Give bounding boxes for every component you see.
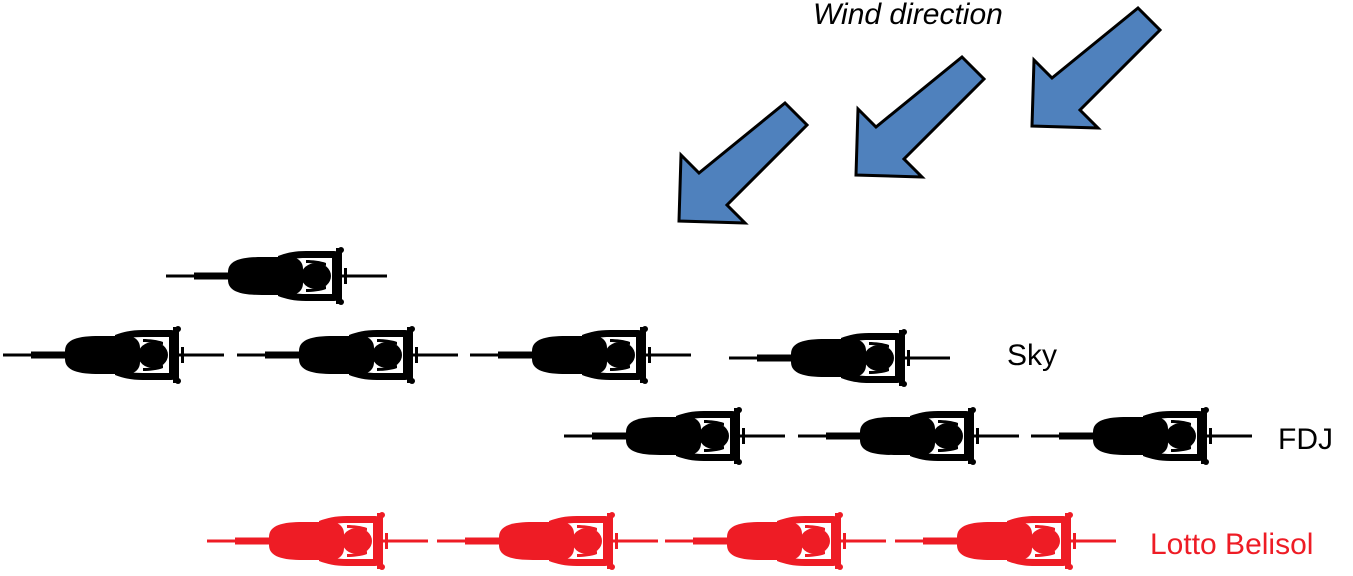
cyclist-top-view-icon-fdj-2 xyxy=(798,407,1019,465)
cyclist-top-view-icon-sky-3 xyxy=(470,326,691,384)
cyclist-top-view-icon-sky-4 xyxy=(729,329,950,387)
wind-arrow-icon-2 xyxy=(854,55,986,179)
cyclist-top-view-icon-sky-2 xyxy=(237,326,458,384)
wind-arrows xyxy=(677,6,1162,225)
cyclist-top-view-icon-fdj-1 xyxy=(564,407,785,465)
wind-direction-label: Wind direction xyxy=(813,0,1003,31)
cyclist-top-view-icon-sky-1 xyxy=(3,326,224,384)
cyclist-top-view-icon-lotto-3 xyxy=(665,512,886,570)
cyclist-top-view-icon-lotto-1 xyxy=(207,512,428,570)
peloton xyxy=(3,247,1252,570)
team-label-fdj: FDJ xyxy=(1278,423,1333,456)
cyclist-top-view-icon-lotto-4 xyxy=(895,512,1116,570)
cyclist-top-view-icon-sky-5 xyxy=(166,247,387,305)
cyclist-top-view-icon-lotto-2 xyxy=(437,512,658,570)
team-label-sky: Sky xyxy=(1007,339,1058,372)
wind-arrow-icon-1 xyxy=(677,101,809,225)
team-label-lotto-belisol: Lotto Belisol xyxy=(1150,528,1314,561)
wind-arrow-icon-3 xyxy=(1030,6,1162,130)
cyclist-top-view-icon-fdj-3 xyxy=(1031,407,1252,465)
